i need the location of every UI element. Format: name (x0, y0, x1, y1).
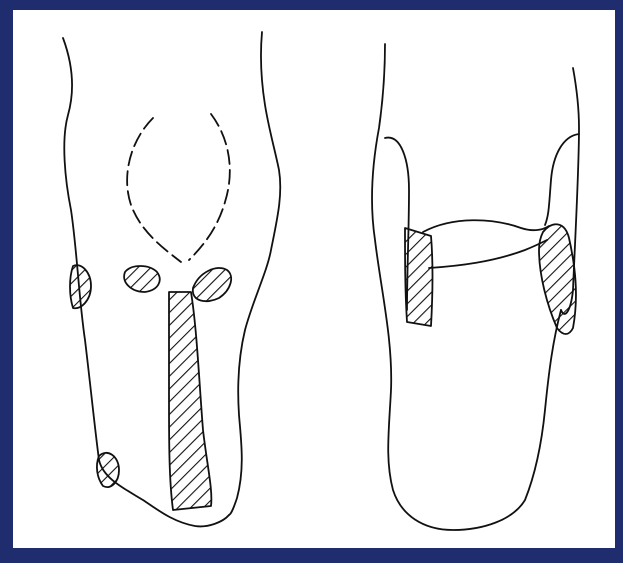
left-foot-outline-right (229, 32, 280, 515)
left-hatched-region-upper (70, 265, 91, 308)
right-foot-outline-left (372, 44, 561, 530)
right-foot-lobe-right (545, 134, 579, 225)
foot-diagram-svg (13, 10, 615, 548)
left-knee-arc-right (189, 114, 230, 260)
left-knee-arc-left (127, 118, 181, 262)
right-hatched-region-left (405, 228, 433, 326)
left-oval-small (124, 266, 160, 292)
right-foot-figure (372, 44, 579, 530)
right-hatched-region-right (539, 224, 576, 334)
left-hatched-vertical-strip (169, 292, 211, 510)
left-hatched-region-lower (97, 453, 119, 487)
right-band-bottom (429, 240, 547, 268)
left-oval-right (193, 268, 231, 301)
left-foot-figure (63, 32, 280, 526)
right-band-top (423, 220, 549, 232)
drawing-panel (13, 10, 615, 548)
